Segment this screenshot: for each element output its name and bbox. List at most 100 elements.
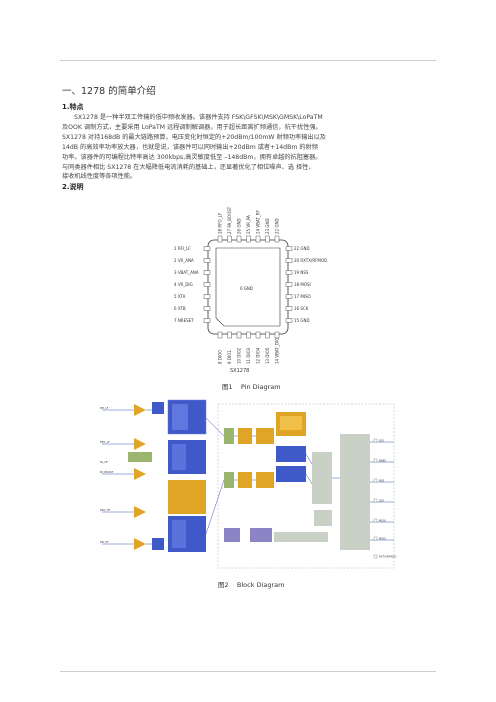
block-left-pin-label: RFI_LF	[100, 406, 109, 410]
lna-lf-triangle	[134, 404, 146, 416]
left-pin-label: 1 RFI_LF	[174, 246, 191, 251]
description-heading: 2.说明	[62, 183, 84, 191]
filter-i-block	[238, 428, 252, 444]
block-diagram: RFI_LF RFO_LF PA_HF PA_BOOST RFO_HF RFI_HF	[100, 399, 396, 569]
top-pin-pad	[227, 235, 232, 243]
pin-caption-text: Pin Diagram	[240, 383, 281, 391]
mixer-hf-block	[152, 538, 164, 550]
chip-name: SX1278	[230, 368, 249, 374]
chip-pad	[215, 247, 281, 327]
features-line: 接收机线性度等各项性能。	[62, 173, 137, 181]
right-pin-pad	[285, 258, 293, 263]
right-pin-label: 22 GND	[294, 246, 310, 251]
lora-modem-block	[276, 446, 306, 462]
right-pin-pad	[285, 246, 293, 251]
block-left-pin-label: RFO_LF	[100, 440, 110, 444]
left-pin-pad	[203, 270, 211, 275]
bottom-pin-pad	[236, 331, 242, 339]
right-pin-label: 19 NSS	[294, 270, 309, 275]
mixer-lf-block	[152, 402, 164, 414]
regulator-block	[128, 452, 152, 462]
features-paragraph: SX1278 是一种半双工传输的低中频收发器。该器件支持 FSK\GFSK\MS…	[62, 113, 440, 182]
filter-q-block	[238, 472, 252, 488]
right-pin-label: 17 MISO	[294, 294, 311, 299]
left-pin-label: 4 VR_DIG	[174, 282, 193, 287]
adc-q-block	[224, 472, 234, 488]
right-pin-pad	[285, 270, 293, 275]
left-pin-pad	[203, 306, 211, 311]
bottom-pin-pad	[227, 331, 232, 339]
modem-inner	[280, 416, 302, 430]
right-pin-pad	[285, 294, 293, 299]
top-pin-pad	[246, 235, 251, 243]
block-right-pin-pad	[373, 478, 378, 483]
crystal-osc-block	[250, 528, 272, 542]
block-caption-text: Block Diagram	[236, 581, 285, 589]
bottom-pin-pad	[217, 331, 223, 339]
left-pin-label: 5 XTA	[174, 294, 186, 299]
right-pin-pad	[285, 318, 293, 323]
power-distribution-block	[274, 532, 328, 542]
block-right-pin-label: NSS	[379, 479, 385, 483]
top-pin-label: 25 VR_PA	[246, 215, 251, 234]
top-pin-pad	[265, 235, 270, 243]
bottom-pin-label: 14 VBAT_DIG	[275, 338, 280, 364]
pa-boost-triangle	[134, 468, 146, 480]
chip-center-label: 0 GND	[240, 286, 253, 291]
bottom-rule	[60, 671, 436, 672]
right-pin-pad	[285, 282, 293, 287]
pa-hf-triangle	[134, 506, 146, 518]
right-pin-label: 16 SCK	[294, 306, 309, 311]
rc-osc-block	[224, 528, 240, 542]
bottom-pin-pad	[255, 331, 261, 339]
section-title: 一、1278 的简单介绍	[62, 86, 156, 97]
block-left-pin-label: PA_HF	[100, 460, 108, 464]
left-pin-pad	[203, 318, 211, 323]
bottom-pin-label: 9 DIO1	[227, 350, 232, 364]
top-pin-label: 28 RFO_LF	[218, 212, 223, 234]
spi-interface-block	[340, 434, 370, 550]
bottom-pin-label: 11 DIO3	[246, 347, 251, 364]
top-pin-pad	[217, 235, 223, 243]
left-pin-pad	[203, 282, 211, 287]
block-right-pin-label: DIO	[379, 439, 384, 443]
bottom-pin-pad	[246, 331, 251, 339]
adc-i-block	[224, 428, 234, 444]
bottom-pin-pad	[265, 331, 270, 339]
top-pin-pad	[236, 235, 242, 243]
left-pin-pad	[203, 258, 211, 263]
block-caption-number: 图2	[218, 581, 229, 589]
block-right-pin-label: SCK	[379, 499, 384, 503]
left-pin-label: 2 VR_ANA	[174, 258, 194, 263]
left-pin-pad	[203, 294, 211, 299]
block-right-pin-pad	[373, 554, 378, 559]
features-line: 与同类器件相比 SX1278 在大幅降低电流消耗的基础上，还显著优化了相位噪声、…	[62, 163, 315, 171]
top-rule	[60, 60, 436, 61]
synth-lf-inner	[172, 444, 186, 470]
synth-hf-inner	[172, 520, 186, 548]
top-pin-label: 24 VBAT_RF	[256, 210, 261, 234]
pa-lf-triangle	[134, 438, 146, 450]
pin-caption-number: 图1	[222, 383, 233, 391]
top-pin-pad	[255, 235, 261, 243]
block-diagram-caption: 图2 Block Diagram	[218, 579, 284, 589]
top-pin-label: 23 GND	[265, 218, 270, 234]
block-left-pin-label: RFI_HF	[100, 540, 109, 544]
features-heading: 1.特点	[62, 103, 84, 111]
lna-hf-triangle	[134, 538, 146, 550]
features-line: SX1278 是一种半双工传输的低中频收发器。该器件支持 FSK\GFSK\MS…	[74, 114, 323, 121]
bottom-pin-label: 13 DIO5	[265, 347, 270, 364]
top-pin-label: 22 GND	[275, 218, 280, 234]
features-line: 功率。该器件的可编程比特率高达 300kbps,高灵敏度低至 –148dBm，拥…	[62, 153, 322, 161]
block-right-pin-label: MISO	[379, 537, 386, 541]
pin-diagram-caption: 图1 Pin Diagram	[222, 381, 281, 391]
fsk-modem-block	[276, 466, 306, 482]
connection-lines	[102, 409, 394, 545]
bottom-pin-label: 10 DIO2	[237, 347, 242, 364]
right-pin-label: 15 GND	[294, 318, 310, 323]
block-left-pin-label: PA_BOOST	[100, 470, 114, 474]
block-left-pin-label: RFO_HF	[100, 508, 111, 512]
block-right-pin-pad	[373, 438, 378, 443]
block-right-pin-pad	[373, 536, 378, 541]
